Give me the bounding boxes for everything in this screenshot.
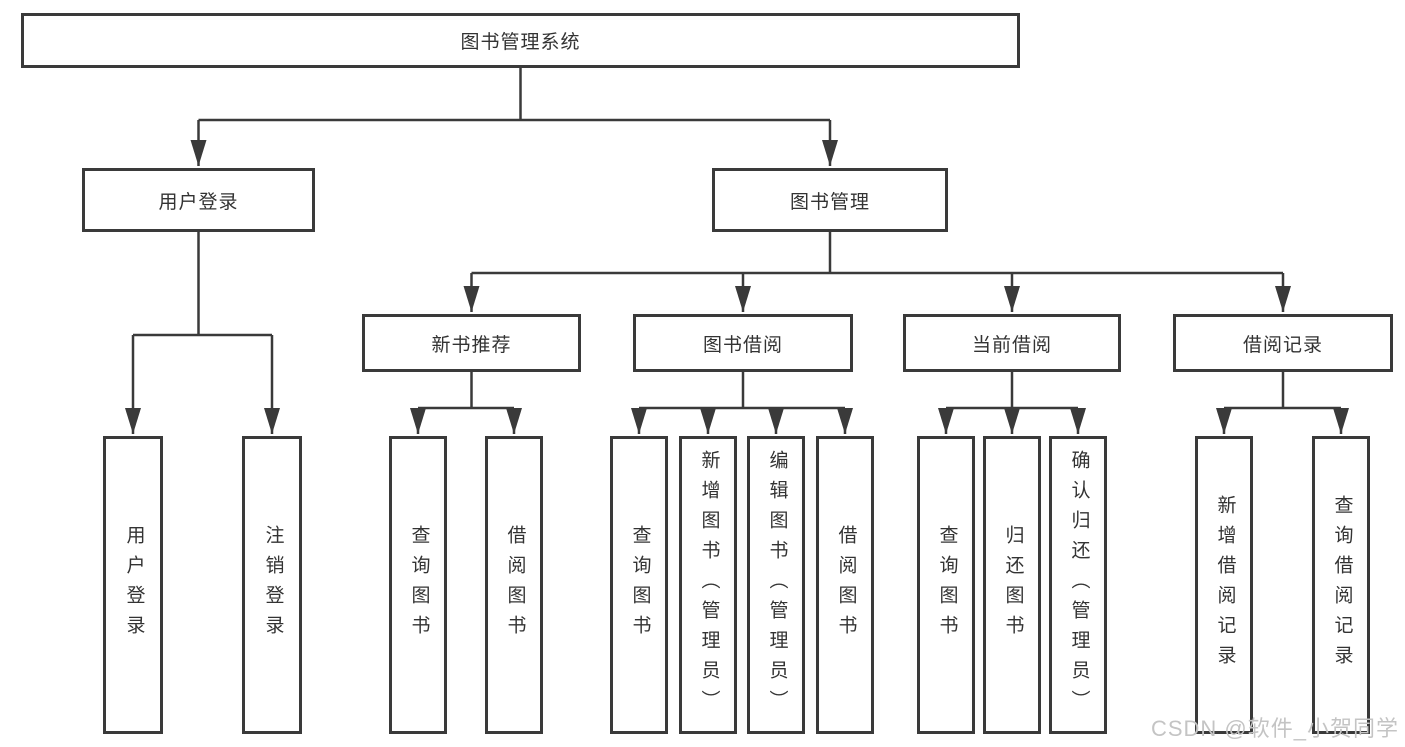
leaf-add-borrow-record-label: 新增借阅记录 xyxy=(1214,495,1236,675)
node-book-borrow-label: 图书借阅 xyxy=(702,334,783,356)
leaf-edit-book-admin: 编辑图书（管理员） xyxy=(747,436,805,734)
leaf-query-books-borrow: 查询图书 xyxy=(610,436,668,734)
connector-new-book-branch xyxy=(418,372,514,410)
node-borrow-records: 借阅记录 xyxy=(1173,314,1393,372)
leaf-query-books-borrow-label: 查询图书 xyxy=(629,525,651,645)
node-new-book-recommend: 新书推荐 xyxy=(362,314,581,372)
csdn-watermark: CSDN @软件_小贺同学 xyxy=(1150,716,1399,741)
leaf-logout: 注销登录 xyxy=(242,436,302,734)
node-current-borrow: 当前借阅 xyxy=(903,314,1121,372)
connector-current-borrow-branch xyxy=(946,372,1078,410)
leaf-query-borrow-record-label: 查询借阅记录 xyxy=(1331,495,1353,675)
connector-root-branch xyxy=(198,68,830,122)
leaf-query-books-current: 查询图书 xyxy=(917,436,975,734)
leaf-query-books-recommend-label: 查询图书 xyxy=(408,525,430,645)
node-user-login-label: 用户登录 xyxy=(158,191,239,213)
node-current-borrow-label: 当前借阅 xyxy=(971,334,1052,356)
leaf-add-book-admin-label: 新增图书（管理员） xyxy=(698,450,720,720)
leaf-edit-book-admin-label: 编辑图书（管理员） xyxy=(766,450,788,720)
leaf-logout-label: 注销登录 xyxy=(262,525,284,645)
leaf-confirm-return-admin: 确认归还（管理员） xyxy=(1049,436,1107,734)
connector-borrow-records-branch xyxy=(1224,372,1341,410)
node-borrow-records-label: 借阅记录 xyxy=(1242,334,1323,356)
leaf-add-book-admin: 新增图书（管理员） xyxy=(679,436,737,734)
node-root-system-label: 图书管理系统 xyxy=(460,32,581,53)
leaf-user-login: 用户登录 xyxy=(103,436,163,734)
leaf-query-books-current-label: 查询图书 xyxy=(936,525,958,645)
node-new-book-recommend-label: 新书推荐 xyxy=(431,334,512,356)
leaf-borrow-books: 借阅图书 xyxy=(816,436,874,734)
node-root-system: 图书管理系统 xyxy=(21,13,1020,68)
leaf-user-login-label: 用户登录 xyxy=(123,525,145,645)
leaf-add-borrow-record: 新增借阅记录 xyxy=(1195,436,1253,734)
leaf-query-books-recommend: 查询图书 xyxy=(389,436,447,734)
leaf-return-book: 归还图书 xyxy=(983,436,1041,734)
leaf-borrow-books-recommend: 借阅图书 xyxy=(485,436,543,734)
leaf-return-book-label: 归还图书 xyxy=(1002,525,1024,645)
connector-user-login-branch xyxy=(133,232,272,337)
node-user-login: 用户登录 xyxy=(82,168,315,232)
leaf-query-borrow-record: 查询借阅记录 xyxy=(1312,436,1370,734)
leaf-confirm-return-admin-label: 确认归还（管理员） xyxy=(1068,450,1090,720)
connector-book-management-branch xyxy=(471,232,1283,275)
node-book-management-label: 图书管理 xyxy=(789,191,870,213)
leaf-borrow-books-recommend-label: 借阅图书 xyxy=(504,525,526,645)
node-book-management: 图书管理 xyxy=(712,168,948,232)
leaf-borrow-books-label: 借阅图书 xyxy=(835,525,857,645)
connector-book-borrow-branch xyxy=(639,372,845,410)
node-book-borrow: 图书借阅 xyxy=(633,314,853,372)
